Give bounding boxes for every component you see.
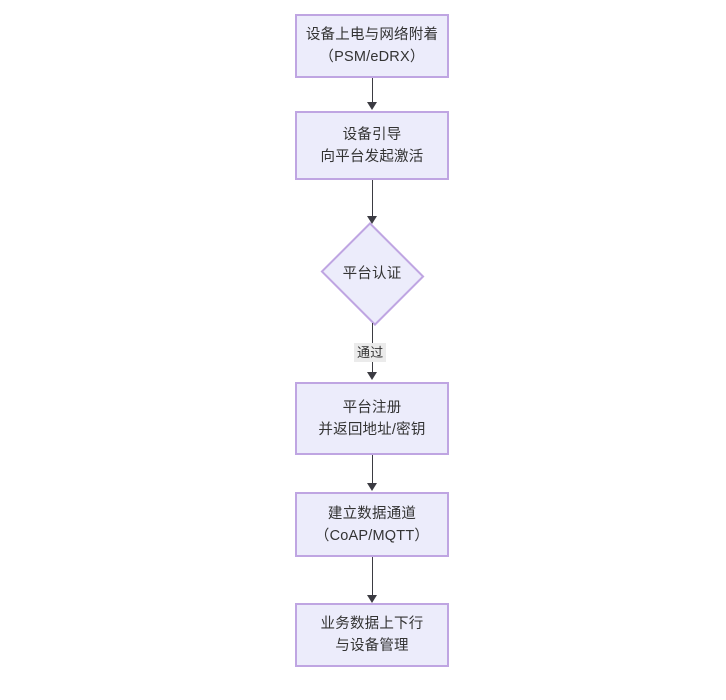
node-bootstrap[interactable]: 设备引导 向平台发起激活 [295, 111, 449, 180]
node-data-channel-line-1: 建立数据通道 [327, 505, 417, 522]
node-power-on-line-2: （PSM/eDRX） [319, 49, 425, 65]
node-power-on[interactable]: 设备上电与网络附着 （PSM/eDRX） [295, 14, 449, 78]
edge-auth-to-register-label: 通过 [354, 343, 387, 362]
node-platform-register[interactable]: 平台注册 并返回地址/密钥 [295, 382, 449, 455]
edge-channel-to-service-arrow [367, 595, 377, 603]
node-bootstrap-line-1: 设备引导 [342, 126, 402, 143]
node-platform-auth-label: 平台认证 [342, 265, 402, 282]
node-service-data-line-2: 与设备管理 [335, 638, 409, 654]
node-bootstrap-line-2: 向平台发起激活 [320, 148, 424, 165]
node-platform-register-line-1: 平台注册 [342, 399, 402, 416]
node-data-channel[interactable]: 建立数据通道 （CoAP/MQTT） [295, 492, 449, 557]
edge-bootstrap-to-auth-arrow [367, 216, 377, 224]
node-data-channel-line-2: （CoAP/MQTT） [314, 527, 430, 544]
node-service-data[interactable]: 业务数据上下行 与设备管理 [295, 603, 449, 667]
node-service-data-line-1: 业务数据上下行 [320, 616, 424, 632]
edge-auth-to-register-arrow [367, 372, 377, 380]
edge-channel-to-service-line [371, 557, 373, 597]
node-platform-register-line-2: 并返回地址/密钥 [318, 421, 426, 438]
edge-bootstrap-to-auth-line [371, 180, 373, 218]
edge-power-on-to-bootstrap-arrow [367, 102, 377, 110]
edge-register-to-channel-arrow [367, 483, 377, 491]
node-platform-auth[interactable]: 平台认证 [317, 221, 427, 326]
node-power-on-line-1: 设备上电与网络附着 [305, 27, 439, 43]
edge-power-on-to-bootstrap-line [371, 78, 373, 103]
edge-register-to-channel-line [371, 455, 373, 484]
